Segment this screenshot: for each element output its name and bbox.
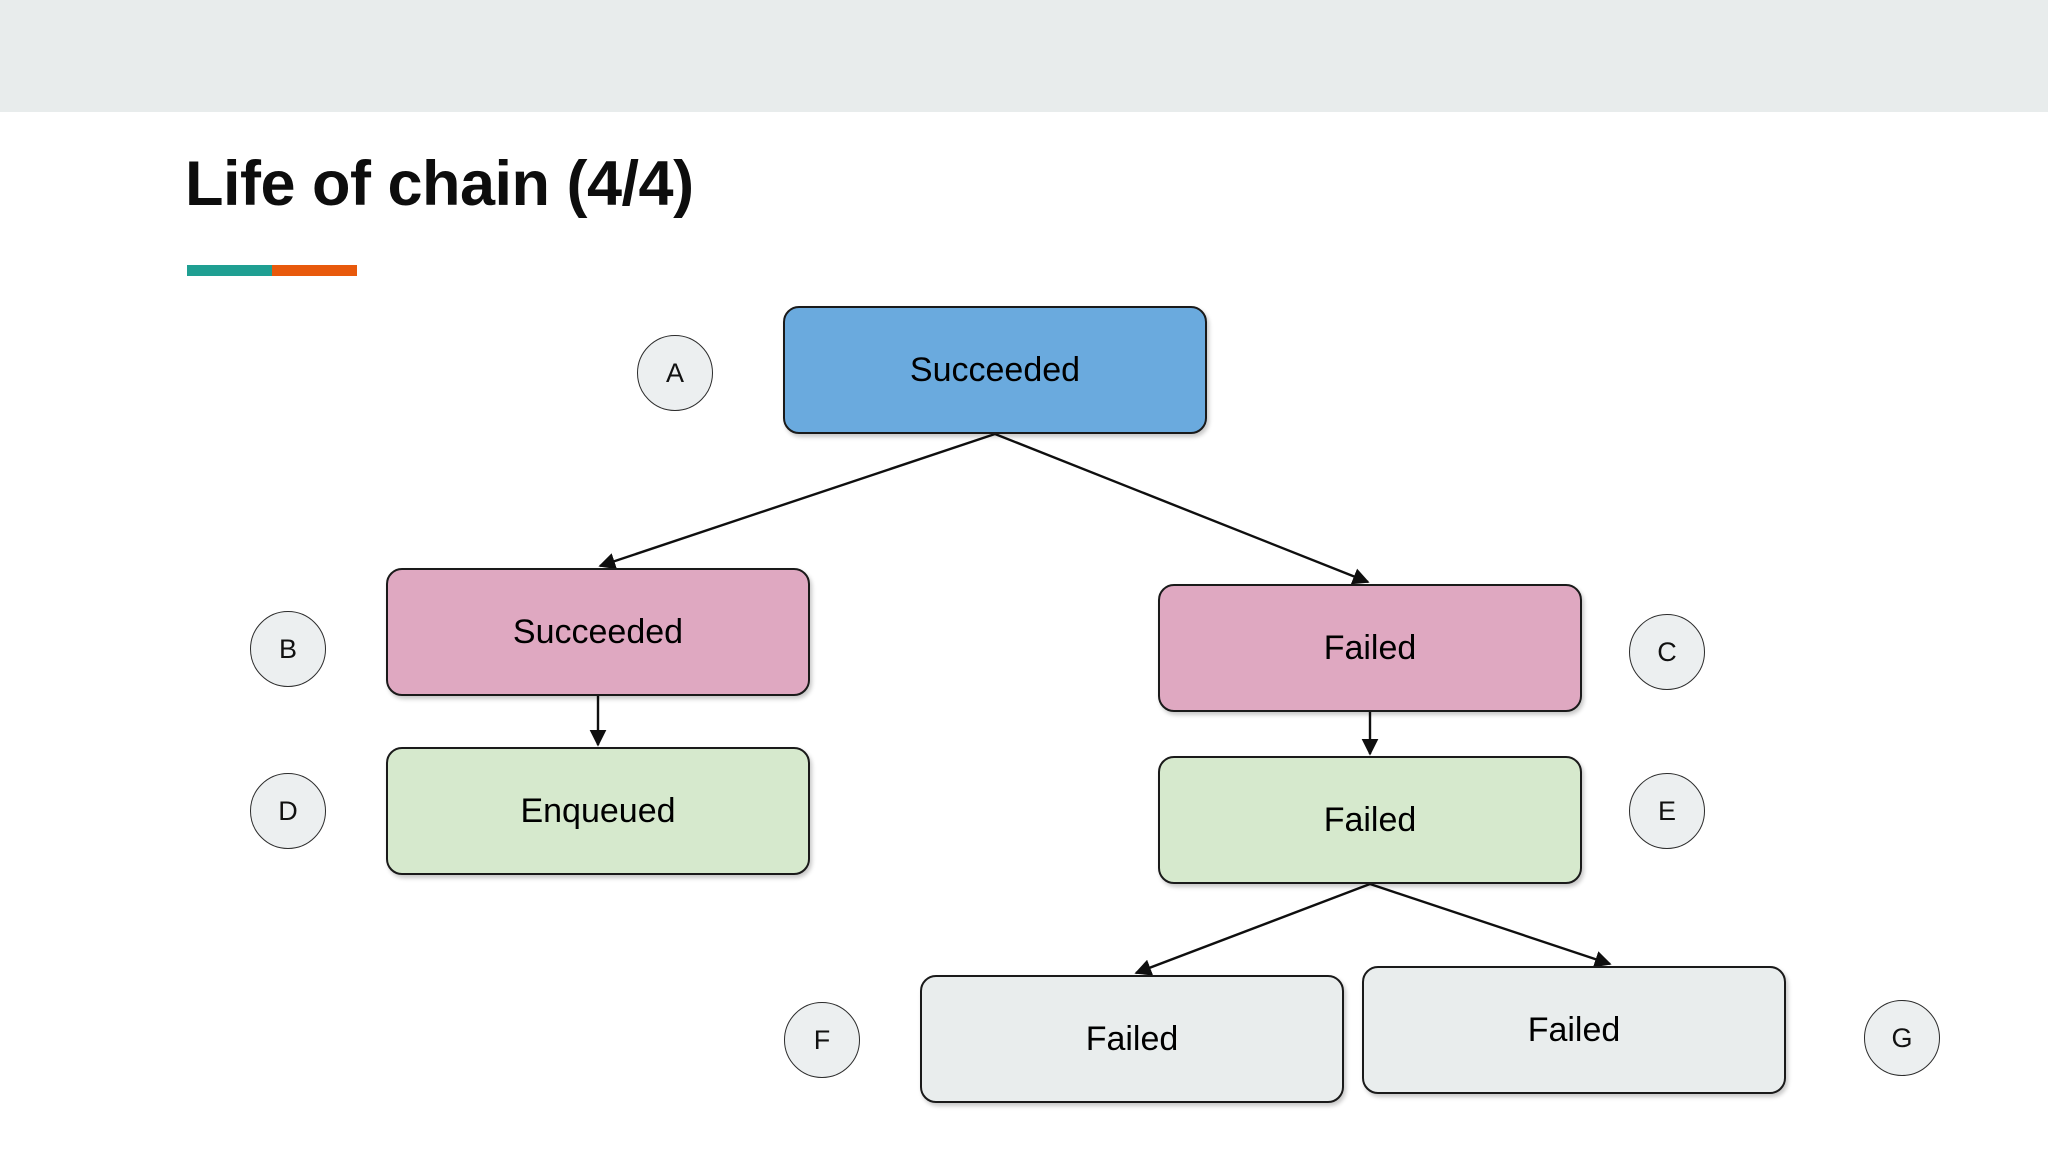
- node-badge-e-label: E: [1657, 795, 1676, 826]
- node-badge-c[interactable]: C: [1629, 614, 1705, 690]
- node-box-b-label: Succeeded: [512, 612, 684, 651]
- node-badge-a[interactable]: A: [637, 335, 713, 411]
- node-badge-e[interactable]: E: [1629, 773, 1705, 849]
- edge-a-to-b: [598, 432, 996, 570]
- node-badge-f[interactable]: F: [784, 1002, 860, 1078]
- node-box-c-label: Failed: [1323, 628, 1417, 667]
- node-badge-g[interactable]: G: [1864, 1000, 1940, 1076]
- node-box-b[interactable]: Succeeded: [386, 568, 810, 696]
- slide-top-band: [0, 0, 2048, 112]
- node-box-e[interactable]: Failed: [1158, 756, 1582, 884]
- page-title: Life of chain (4/4): [185, 149, 694, 219]
- node-box-e-label: Failed: [1323, 800, 1417, 839]
- title-accent-bar: [187, 265, 357, 276]
- edge-e-to-f: [1134, 882, 1371, 976]
- node-box-d-label: Enqueued: [520, 791, 676, 830]
- node-badge-d[interactable]: D: [250, 773, 326, 849]
- edge-e-to-g: [1369, 882, 1612, 968]
- node-box-d[interactable]: Enqueued: [386, 747, 810, 875]
- node-badge-f-label: F: [813, 1024, 831, 1055]
- node-badge-b[interactable]: B: [250, 611, 326, 687]
- node-box-a[interactable]: Succeeded: [783, 306, 1207, 434]
- node-box-c[interactable]: Failed: [1158, 584, 1582, 712]
- edge-a-to-c: [994, 432, 1370, 585]
- node-box-g-label: Failed: [1527, 1010, 1621, 1049]
- node-badge-d-label: D: [278, 795, 298, 826]
- node-box-f[interactable]: Failed: [920, 975, 1344, 1103]
- node-box-a-label: Succeeded: [909, 350, 1081, 389]
- node-badge-b-label: B: [278, 633, 297, 664]
- accent-segment-teal: [187, 265, 272, 276]
- accent-segment-orange: [272, 265, 357, 276]
- node-badge-g-label: G: [1891, 1022, 1913, 1053]
- node-badge-a-label: A: [665, 357, 684, 388]
- node-box-f-label: Failed: [1085, 1019, 1179, 1058]
- node-badge-c-label: C: [1657, 636, 1677, 667]
- node-box-g[interactable]: Failed: [1362, 966, 1786, 1094]
